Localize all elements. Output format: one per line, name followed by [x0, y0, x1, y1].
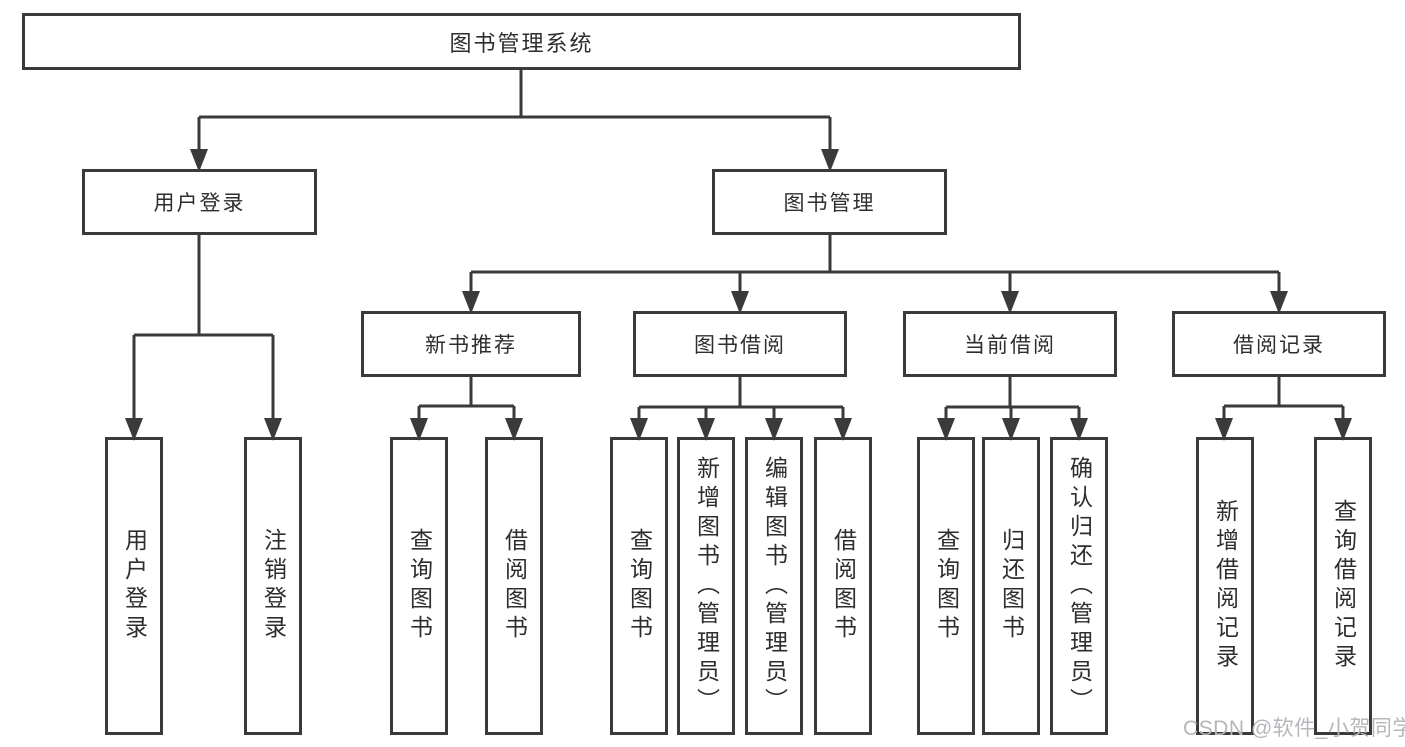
node-label: 查询图书 — [406, 528, 433, 644]
node-label: 图书管理系统 — [449, 30, 594, 56]
leaf-add-borrow-record: 新增借阅记录 — [1196, 437, 1254, 735]
node-label: 新增图书（管理员） — [693, 455, 720, 717]
node-label: 用户登录 — [121, 528, 148, 644]
node-user-login: 用户登录 — [82, 169, 317, 235]
node-book-borrowing: 图书借阅 — [633, 311, 847, 377]
leaf-borrow-books-borrowing: 借阅图书 — [814, 437, 872, 735]
node-label: 新书推荐 — [425, 334, 517, 357]
node-label: 用户登录 — [153, 192, 246, 215]
node-book-management: 图书管理 — [712, 169, 947, 235]
node-label: 借阅记录 — [1233, 334, 1325, 357]
node-label: 查询图书 — [933, 528, 960, 644]
leaf-return-books: 归还图书 — [982, 437, 1040, 735]
leaf-user-login: 用户登录 — [105, 437, 163, 735]
node-label: 当前借阅 — [964, 334, 1056, 357]
leaf-add-books-admin: 新增图书（管理员） — [677, 437, 735, 735]
node-label: 借阅图书 — [830, 528, 857, 644]
node-label: 查询图书 — [626, 528, 653, 644]
leaf-logout-login: 注销登录 — [244, 437, 302, 735]
leaf-query-books-borrowing: 查询图书 — [610, 437, 668, 735]
leaf-confirm-return-admin: 确认归还（管理员） — [1050, 437, 1108, 735]
leaf-query-borrow-record: 查询借阅记录 — [1314, 437, 1372, 735]
leaf-borrow-books-recommend: 借阅图书 — [485, 437, 543, 735]
node-current-borrowing: 当前借阅 — [903, 311, 1117, 377]
node-label: 查询借阅记录 — [1330, 499, 1357, 673]
node-label: 借阅图书 — [501, 528, 528, 644]
node-library-system: 图书管理系统 — [22, 13, 1021, 70]
leaf-query-books-recommend: 查询图书 — [390, 437, 448, 735]
watermark: CSDN @软件_小贺同学 — [1183, 717, 1405, 740]
node-label: 图书借阅 — [694, 334, 786, 357]
node-label: 确认归还（管理员） — [1066, 455, 1093, 717]
leaf-edit-books-admin: 编辑图书（管理员） — [745, 437, 803, 735]
node-borrowing-records: 借阅记录 — [1172, 311, 1386, 377]
leaf-query-books-current: 查询图书 — [917, 437, 975, 735]
node-label: 归还图书 — [998, 528, 1025, 644]
node-new-book-recommendation: 新书推荐 — [361, 311, 581, 377]
node-label: 编辑图书（管理员） — [761, 455, 788, 717]
node-label: 新增借阅记录 — [1212, 499, 1239, 673]
node-label: 注销登录 — [260, 528, 287, 644]
node-label: 图书管理 — [783, 192, 876, 215]
